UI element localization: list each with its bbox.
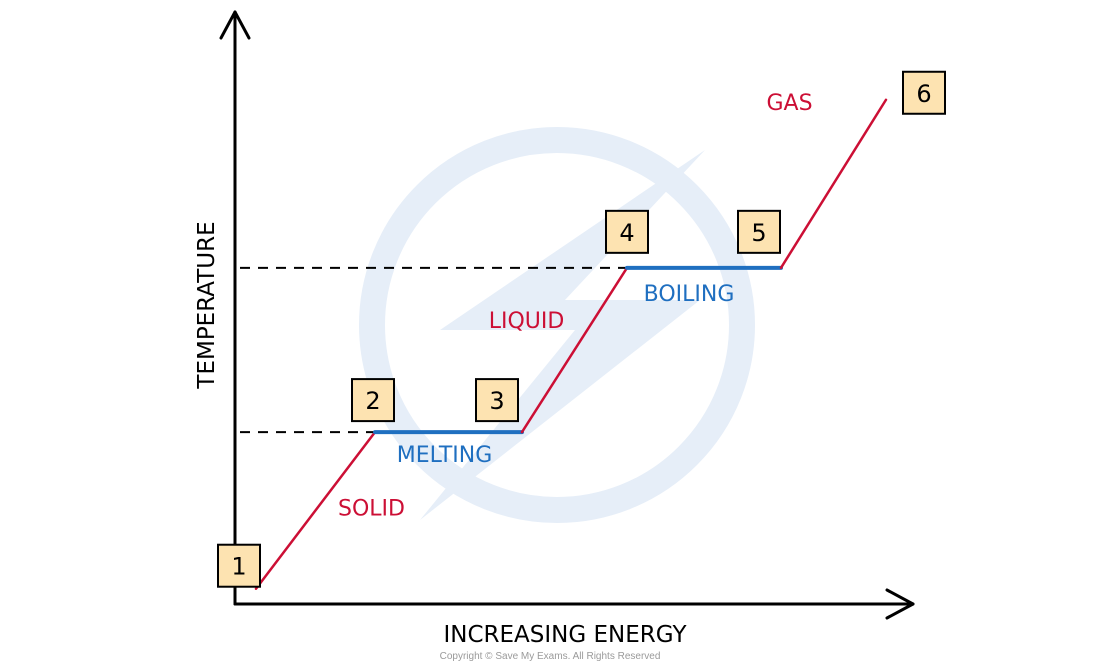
marker-box — [217, 543, 261, 588]
segment-gas — [779, 98, 888, 270]
x-axis-label: INCREASING ENERGY — [444, 622, 688, 648]
marker-1: 1 — [217, 543, 261, 588]
marker-label: 2 — [365, 387, 380, 415]
copyright-notice: Copyright © Save My Exams. All Rights Re… — [439, 651, 661, 662]
segment-label-melting: MELTING — [397, 443, 493, 468]
axes — [219, 10, 915, 620]
marker-6: 6 — [902, 70, 946, 115]
x-axis-arrowhead — [885, 588, 915, 620]
segment-liquid — [520, 266, 629, 434]
marker-label: 6 — [916, 80, 931, 108]
marker-box — [351, 378, 395, 423]
marker-3: 3 — [475, 378, 519, 423]
marker-box — [475, 378, 519, 423]
segment-labels: SOLID MELTING LIQUID BOILING GAS — [338, 91, 813, 522]
y-axis-label: TEMPERATURE — [194, 221, 220, 389]
marker-box — [902, 70, 946, 115]
marker-label: 3 — [489, 387, 504, 415]
marker-box — [737, 209, 781, 254]
watermark-logo — [359, 127, 755, 523]
marker-4: 4 — [605, 209, 649, 254]
segment-label-solid: SOLID — [338, 496, 405, 521]
marker-box — [605, 209, 649, 254]
marker-5: 5 — [737, 209, 781, 254]
segment-solid — [254, 430, 377, 590]
dashed-reference-lines — [240, 266, 627, 434]
segment-label-boiling: BOILING — [644, 282, 735, 307]
curve-segments — [254, 98, 888, 590]
marker-label: 1 — [231, 553, 246, 581]
segment-label-liquid: LIQUID — [489, 309, 565, 334]
marker-2: 2 — [351, 378, 395, 423]
segment-label-gas: GAS — [766, 91, 812, 116]
marker-label: 5 — [751, 219, 766, 247]
y-axis-arrowhead — [219, 10, 251, 40]
marker-label: 4 — [619, 219, 634, 247]
point-markers: 1 2 3 4 5 6 — [217, 70, 946, 588]
